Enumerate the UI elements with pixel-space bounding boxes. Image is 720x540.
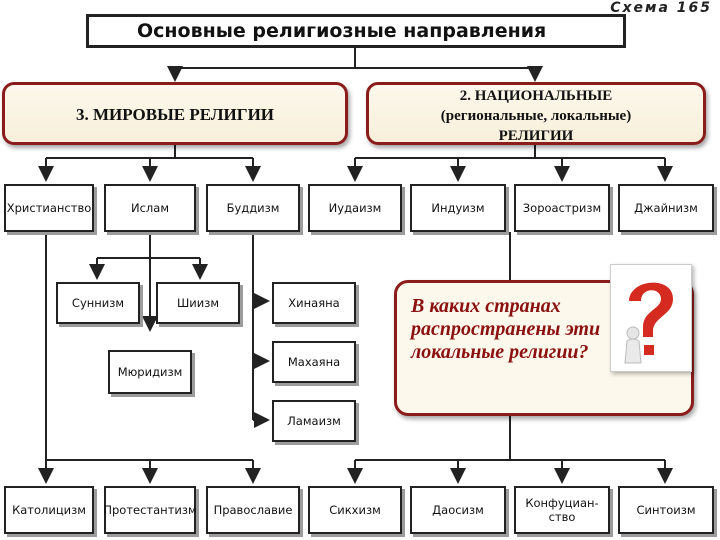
- question-mark-figure-icon: [610, 264, 692, 372]
- branch-box-lamaism: Ламаизм: [272, 400, 356, 442]
- religion-box-taoism: Даосизм: [410, 486, 506, 534]
- religion-box-zoroastrianism: Зороастризм: [514, 184, 610, 232]
- diagram-title: Основные религиозные направления: [86, 14, 626, 48]
- branch-box-sunnism: Суннизм: [56, 282, 140, 324]
- religion-box-judaism: Иудаизм: [308, 184, 402, 232]
- religion-box-christianity: Христианство: [4, 184, 94, 232]
- religion-box-sikhism: Сикхизм: [308, 486, 402, 534]
- national-label-line1: 2. НАЦИОНАЛЬНЫЕ: [459, 88, 613, 104]
- world-religions-category: 3. МИРОВЫЕ РЕЛИГИИ: [2, 82, 348, 145]
- religion-box-confucianism: Конфуциан- ство: [514, 486, 610, 534]
- world-religions-label: 3. МИРОВЫЕ РЕЛИГИИ: [75, 105, 275, 124]
- scheme-number-label: Схема 165: [610, 0, 712, 16]
- branch-box-muridism: Мюридизм: [108, 350, 192, 394]
- national-label-line3: РЕЛИГИИ: [498, 128, 574, 144]
- branch-box-protestantism: Протестантизм: [103, 486, 197, 534]
- branch-box-hinayana: Хинаяна: [272, 282, 356, 324]
- national-label-line2: (региональные, локальные): [440, 108, 632, 124]
- religion-box-hinduism: Индуизм: [410, 184, 506, 232]
- religion-box-islam: Ислам: [104, 184, 196, 232]
- religion-box-jainism: Джайнизм: [618, 184, 714, 232]
- national-religions-category: 2. НАЦИОНАЛЬНЫЕ (региональные, локальные…: [366, 82, 706, 145]
- branch-box-shiism: Шиизм: [156, 282, 240, 324]
- religion-box-shintoism: Синтоизм: [618, 486, 714, 534]
- branch-box-catholicism: Католицизм: [4, 486, 94, 534]
- religion-box-buddhism: Буддизм: [206, 184, 300, 232]
- branch-box-mahayana: Махаяна: [272, 341, 356, 383]
- branch-box-orthodoxy: Православие: [206, 486, 300, 534]
- question-text: В каких странах распространены эти локал…: [411, 295, 601, 363]
